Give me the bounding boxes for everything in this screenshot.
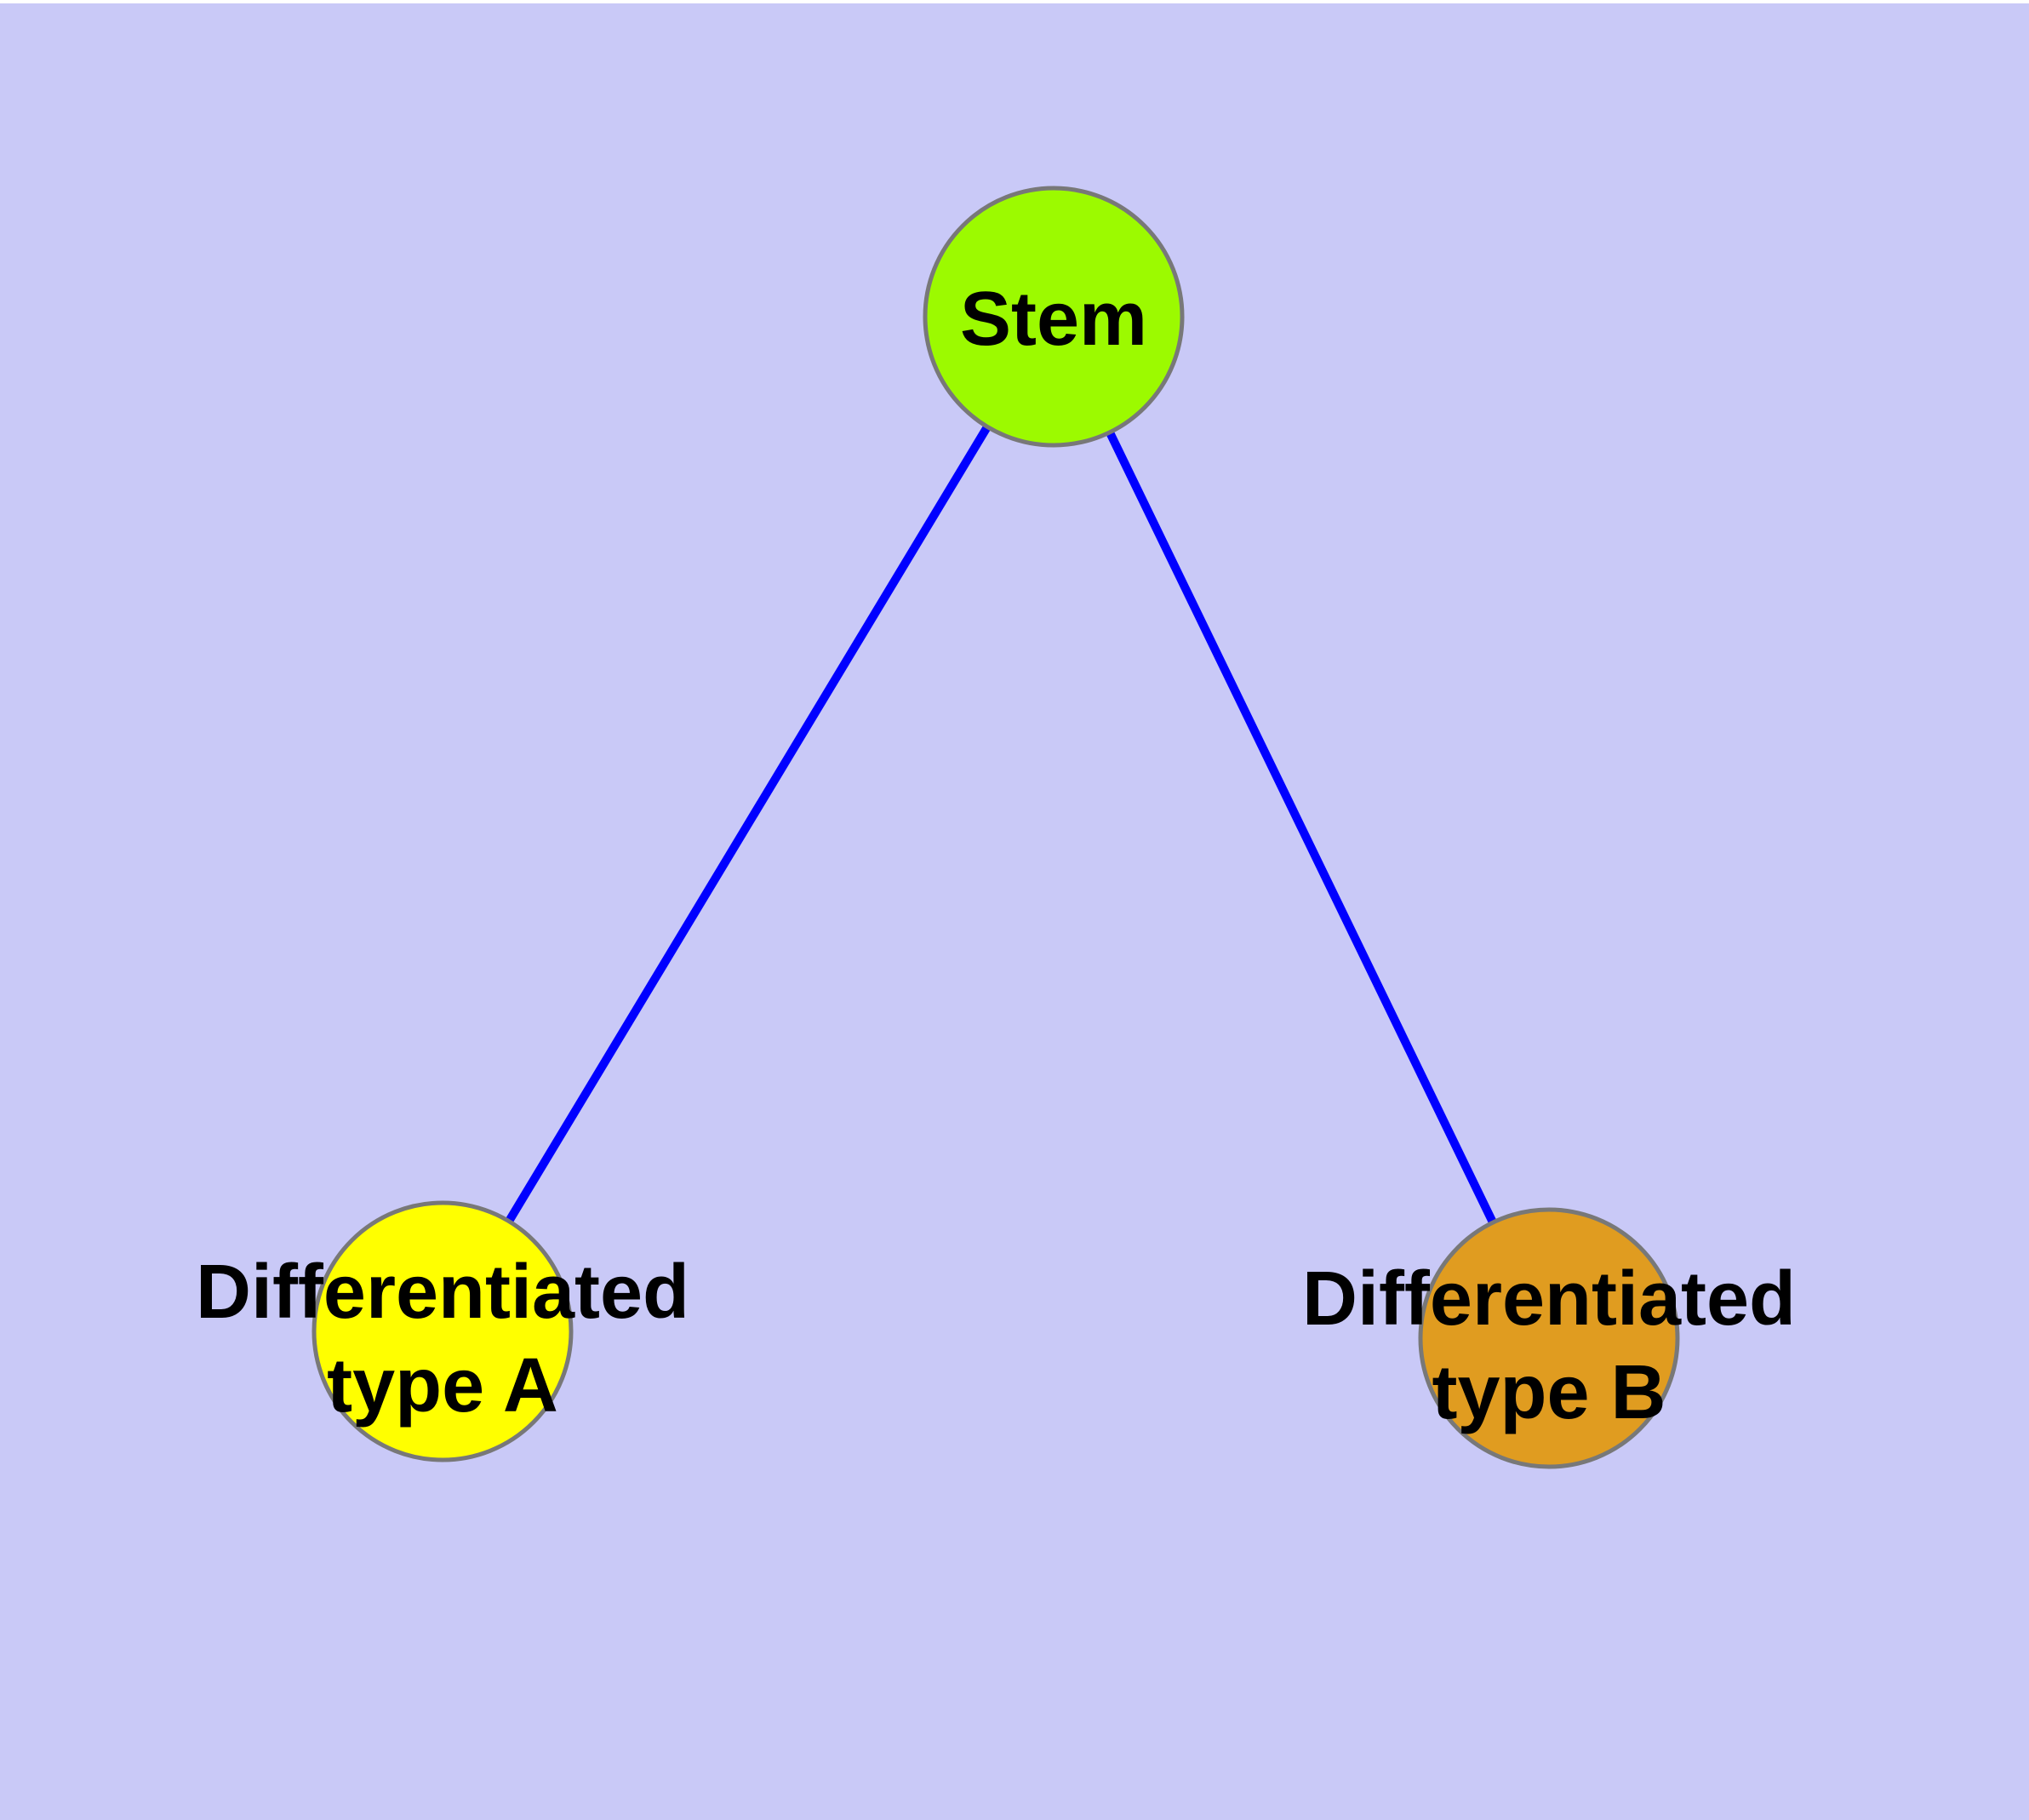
node-type-b-label-line2: type B — [1432, 1350, 1666, 1435]
node-stem — [923, 186, 1185, 448]
node-stem-label: Stem — [960, 277, 1147, 362]
node-type-a-label-line2: type A — [327, 1343, 558, 1428]
edge-stem-to-type-a — [438, 314, 1058, 1334]
node-differentiated-type-b — [1418, 1207, 1680, 1469]
node-type-a-label-line1: Differentiated — [196, 1250, 689, 1335]
node-type-b-label-line1: Differentiated — [1302, 1256, 1796, 1342]
node-differentiated-type-a — [311, 1200, 574, 1462]
edge-stem-to-type-b — [1049, 314, 1553, 1341]
